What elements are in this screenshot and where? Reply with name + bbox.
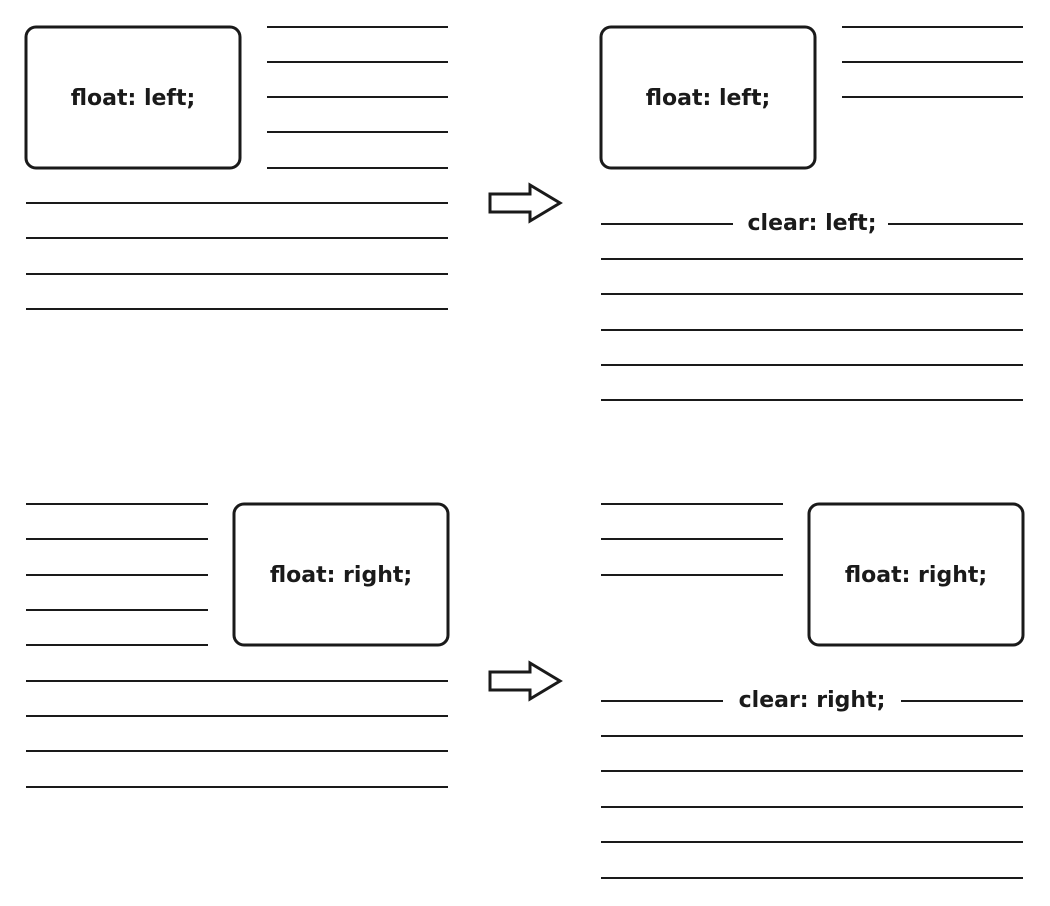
wrapped-text-lines	[267, 26, 448, 169]
right-arrow-icon	[488, 660, 563, 702]
float-left-after-panel: float: left; clear: left;	[599, 25, 1023, 401]
float-left-before-panel: float: left;	[24, 25, 448, 310]
right-arrow-icon	[488, 182, 563, 224]
full-width-text-lines	[26, 680, 448, 788]
float-right-box-label: float: right;	[845, 563, 987, 588]
clear-right-line: clear: right;	[601, 688, 1023, 713]
float-left-box	[24, 25, 242, 170]
wrapped-text-lines	[26, 503, 208, 646]
float-right-before-panel: float: right;	[26, 502, 450, 788]
clear-right-label: clear: right;	[739, 688, 886, 713]
clear-left-line: clear: left;	[601, 211, 1023, 236]
full-width-text-lines	[26, 202, 448, 310]
wrapped-text-lines	[842, 26, 1023, 98]
float-left-box-label: float: left;	[646, 86, 771, 111]
float-right-box	[232, 502, 450, 647]
float-left-box-label: float: left;	[71, 86, 196, 111]
float-left-box	[599, 25, 817, 170]
float-right-after-panel: float: right; clear: right;	[601, 502, 1025, 879]
full-width-text-lines	[601, 735, 1023, 879]
float-right-box-label: float: right;	[270, 563, 412, 588]
clear-left-label: clear: left;	[747, 211, 876, 236]
float-right-box	[807, 502, 1025, 647]
wrapped-text-lines	[601, 503, 783, 576]
full-width-text-lines	[601, 258, 1023, 401]
